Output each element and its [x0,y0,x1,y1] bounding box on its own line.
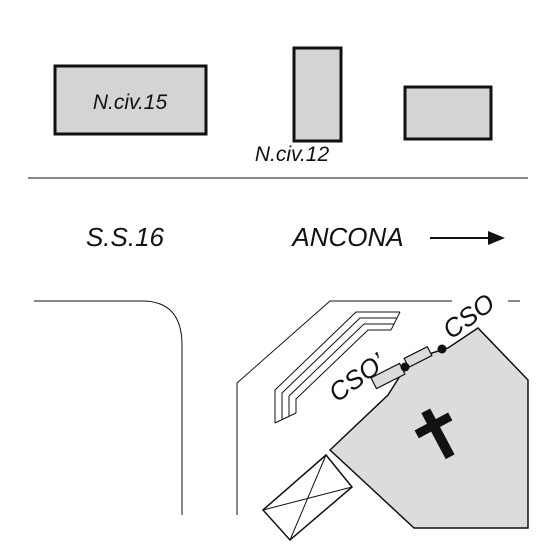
building-group-north: N.civ.15 N.civ.12 [53,46,493,166]
cso-point [437,344,447,354]
stairs [274,311,401,424]
cso-prime-point [400,362,410,372]
building-civ-12 [292,46,343,143]
latin-cross-icon [414,408,455,460]
road-name-label: S.S.16 [86,222,165,252]
building-civ-12-label: N.civ.12 [255,143,330,166]
lot-boundary [236,300,452,515]
building-civ-15-label: N.civ.15 [93,91,168,114]
direction-label: ANCONA [290,222,403,252]
building-east [403,85,493,141]
building-civ-15 [53,64,208,136]
cso-prime-label: CSO’ [323,346,392,408]
right-arrow-icon [430,231,505,245]
road-edge-south-curve [34,300,183,515]
annex-building [261,453,354,542]
